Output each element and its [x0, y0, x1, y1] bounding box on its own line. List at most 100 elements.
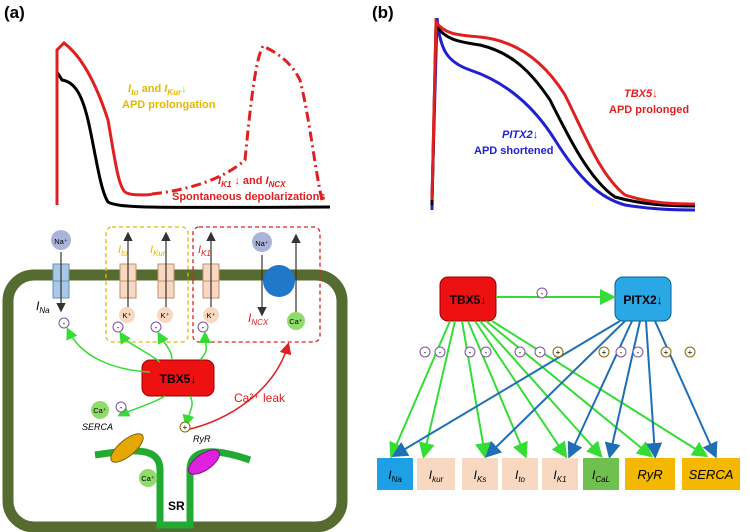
- svg-text:-: -: [155, 323, 158, 332]
- svg-text:-: -: [519, 348, 522, 357]
- svg-text:-: -: [120, 403, 123, 412]
- baseline-ap-trace-b: [430, 19, 696, 208]
- svg-text:+: +: [556, 348, 561, 357]
- k-ion-3: [203, 307, 219, 323]
- panel-b-label: (b): [372, 3, 394, 22]
- panel-a-ap-traces: [55, 41, 331, 209]
- panel-b-ap-traces: [430, 17, 696, 212]
- ito-ikur-label: Ito and IKur↓: [128, 83, 187, 97]
- ca-leak-arrow: [185, 342, 292, 431]
- tbx5-to-ryr-arrow: [182, 395, 195, 427]
- tbx5-to-ik1-arrow: [199, 331, 212, 361]
- svg-text:Na⁺: Na⁺: [255, 239, 269, 248]
- svg-text:-: -: [637, 348, 640, 357]
- incx-channel-label: INCX: [248, 311, 269, 327]
- panel-a-label: (a): [4, 3, 25, 22]
- ikur-channel-label: IKur: [150, 244, 166, 258]
- cell-membrane: [2, 269, 348, 532]
- baseline-ap-trace: [55, 66, 331, 209]
- minus-marker: [112, 321, 124, 333]
- target-label-ikur: Ikur: [429, 468, 444, 484]
- ca-ion-3: [139, 469, 157, 487]
- svg-text:+: +: [183, 423, 188, 432]
- na-ion-circle-2: [252, 232, 272, 252]
- spontaneous-label: Spontaneous depolarizations: [172, 191, 325, 203]
- ito-ikur-group: [105, 226, 189, 343]
- pitx2-ap-trace: [430, 17, 696, 212]
- svg-text:K⁺: K⁺: [207, 311, 216, 320]
- svg-text:TBX5↓: TBX5↓: [450, 293, 487, 307]
- svg-text:Ca⁺: Ca⁺: [93, 406, 107, 415]
- svg-text:-: -: [117, 323, 120, 332]
- svg-text:+: +: [688, 348, 693, 357]
- ca-ion-1: [287, 312, 305, 330]
- minus-marker: [58, 317, 70, 329]
- svg-text:Ca⁺: Ca⁺: [289, 317, 303, 326]
- svg-text:+: +: [664, 348, 669, 357]
- ik1-incx-label: IK1 ↓ and INCX: [218, 175, 286, 189]
- tbx5-to-serca-arrow: [117, 395, 166, 417]
- svg-text:TBX5↓: TBX5↓: [160, 372, 197, 386]
- target-boxes: INa Ikur IKs Ito IK1 ICaL RyR SERCA: [377, 458, 740, 490]
- serca-pump: [110, 433, 144, 463]
- tbx5-to-ikur-arrow: [157, 331, 173, 361]
- svg-text:-: -: [541, 289, 544, 298]
- ik1-incx-group: [192, 226, 321, 343]
- svg-text:+: +: [602, 348, 607, 357]
- tbx5-ap-trace: [430, 17, 696, 206]
- target-label-ik1: IK1: [553, 468, 566, 484]
- minus-marker: [115, 401, 127, 413]
- ik1-channel-label: IK1: [198, 244, 211, 258]
- target-label-ryr: RyR: [637, 467, 662, 482]
- target-label-ina: INa: [388, 468, 402, 484]
- apd-prolongation-label: APD prolongation: [122, 99, 216, 111]
- target-box-ito: [502, 458, 538, 490]
- svg-text:-: -: [63, 319, 66, 328]
- plus-marker: [179, 421, 191, 433]
- svg-text:-: -: [620, 348, 623, 357]
- target-label-serca: SERCA: [689, 467, 734, 482]
- sr-label: SR: [168, 499, 185, 513]
- ca-leak-label: Ca²⁺ leak: [234, 391, 286, 405]
- tbx5-to-ito-arrow: [119, 331, 161, 363]
- target-box-ik1: [542, 458, 578, 490]
- svg-text:Ca⁺: Ca⁺: [141, 474, 155, 483]
- tbx5-node-a: [141, 359, 215, 397]
- tbx5-target-arrows: [389, 320, 709, 459]
- regulation-markers: - - - - - - + + - - + +: [419, 346, 696, 358]
- ryr-channel: [188, 449, 220, 475]
- target-box-ina: [377, 458, 413, 490]
- target-label-ical: ICaL: [592, 468, 610, 484]
- svg-text:K⁺: K⁺: [161, 311, 170, 320]
- target-box-ikur: [417, 458, 455, 490]
- svg-text:K⁺: K⁺: [123, 311, 132, 320]
- k-ion-2: [157, 307, 173, 323]
- pitx2-curve-label: PITX2↓: [502, 129, 538, 141]
- na-ion-circle: [51, 230, 71, 250]
- svg-text:-: -: [485, 348, 488, 357]
- target-label-ito: Ito: [515, 468, 526, 484]
- minus-marker: [150, 321, 162, 333]
- svg-text:-: -: [424, 348, 427, 357]
- svg-text:-: -: [439, 348, 442, 357]
- target-box-ical: [583, 458, 619, 490]
- tbx5-curve-label: TBX5↓: [624, 88, 658, 100]
- apd-shortened-label: APD shortened: [474, 145, 553, 157]
- target-box-serca: [682, 458, 740, 490]
- tbx5-to-ina-arrow: [66, 327, 151, 373]
- serca-label: SERCA: [82, 422, 113, 432]
- minus-marker: [536, 287, 548, 299]
- ryr-label: RyR: [193, 434, 211, 444]
- ca-ion-2: [91, 401, 109, 419]
- target-box-iks: [462, 458, 498, 490]
- target-label-iks: IKs: [474, 468, 487, 484]
- na-ion-text: Na⁺: [54, 237, 68, 246]
- target-box-ryr: [625, 458, 675, 490]
- apd-prolonged-label: APD prolonged: [609, 104, 689, 116]
- pitx2-target-arrows: [391, 320, 718, 459]
- prolonged-ap-trace: [55, 41, 153, 205]
- ncx-exchanger: [263, 265, 295, 297]
- svg-text:PITX2↓: PITX2↓: [623, 293, 662, 307]
- ito-channel-label: Ito: [118, 244, 128, 258]
